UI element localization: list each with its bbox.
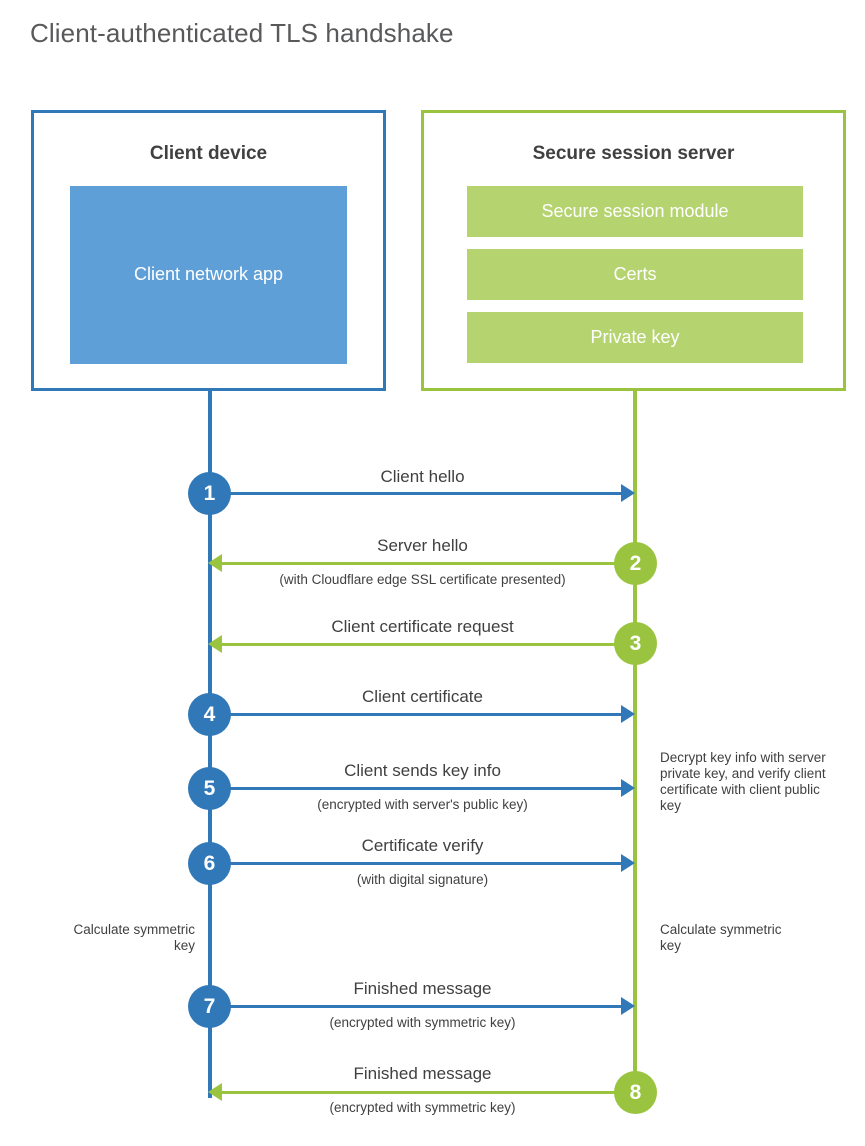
- step-2-arrow-line: [222, 562, 636, 565]
- step-1-arrow-line: [210, 492, 622, 495]
- step-2-circle: 2: [614, 542, 657, 585]
- step-1-arrow-head-icon: [621, 484, 635, 502]
- step-3-label: Client certificate request: [331, 617, 514, 636]
- step-6-label: Certificate verify: [361, 836, 484, 855]
- step-4-circle: 4: [188, 693, 231, 736]
- server-component-private-key: Private key: [467, 312, 803, 363]
- client-calculate-symmetric-key-annotation: Calculate symmetric key: [73, 922, 195, 953]
- client-device-box: Client device Client network app: [31, 110, 386, 391]
- step-8-arrow-head-icon: [208, 1083, 222, 1101]
- step-1-label: Client hello: [380, 467, 465, 486]
- page-title: Client-authenticated TLS handshake: [30, 18, 454, 48]
- step-5-arrow-line: [210, 787, 622, 790]
- secure-session-server-title: Secure session server: [532, 143, 735, 164]
- step-5-circle: 5: [188, 767, 231, 810]
- server-component-secure-session-module: Secure session module: [467, 186, 803, 237]
- step-7-sublabel: (encrypted with symmetric key): [329, 1015, 516, 1030]
- step-6-arrow-line: [210, 862, 622, 865]
- step-2-label: Server hello: [377, 536, 468, 555]
- step-7-circle: 7: [188, 985, 231, 1028]
- step-8-sublabel: (encrypted with symmetric key): [329, 1100, 516, 1115]
- step-6-circle: 6: [188, 842, 231, 885]
- step-6-sublabel: (with digital signature): [356, 872, 489, 887]
- server-component-certs: Certs: [467, 249, 803, 300]
- step-8-label: Finished message: [353, 1064, 492, 1083]
- step-3-circle: 3: [614, 622, 657, 665]
- client-network-app-block: Client network app: [70, 186, 347, 364]
- step-2-arrow-head-icon: [208, 554, 222, 572]
- step-5-label: Client sends key info: [344, 761, 501, 780]
- step-4-label: Client certificate: [362, 687, 483, 706]
- step-6-arrow-head-icon: [621, 854, 635, 872]
- client-device-title: Client device: [149, 143, 268, 164]
- step-7-arrow-head-icon: [621, 997, 635, 1015]
- step-7-arrow-line: [210, 1005, 622, 1008]
- step-8-circle: 8: [614, 1071, 657, 1114]
- server-lifeline: [633, 391, 637, 1092]
- step-2-sublabel: (with Cloudflare edge SSL certificate pr…: [279, 572, 566, 587]
- step-5-sublabel: (encrypted with server's public key): [317, 797, 528, 812]
- step-5-arrow-head-icon: [621, 779, 635, 797]
- step-1-circle: 1: [188, 472, 231, 515]
- step-4-arrow-head-icon: [621, 705, 635, 723]
- server-decrypt-annotation: Decrypt key info with server private key…: [660, 750, 826, 813]
- step-3-arrow-head-icon: [208, 635, 222, 653]
- step-3-arrow-line: [222, 643, 636, 646]
- client-lifeline: [208, 391, 212, 1098]
- step-8-arrow-line: [222, 1091, 636, 1094]
- server-calculate-symmetric-key-annotation: Calculate symmetric key: [660, 922, 782, 953]
- step-4-arrow-line: [210, 713, 622, 716]
- secure-session-server-box: Secure session server Secure session mod…: [421, 110, 846, 391]
- step-7-label: Finished message: [353, 979, 492, 998]
